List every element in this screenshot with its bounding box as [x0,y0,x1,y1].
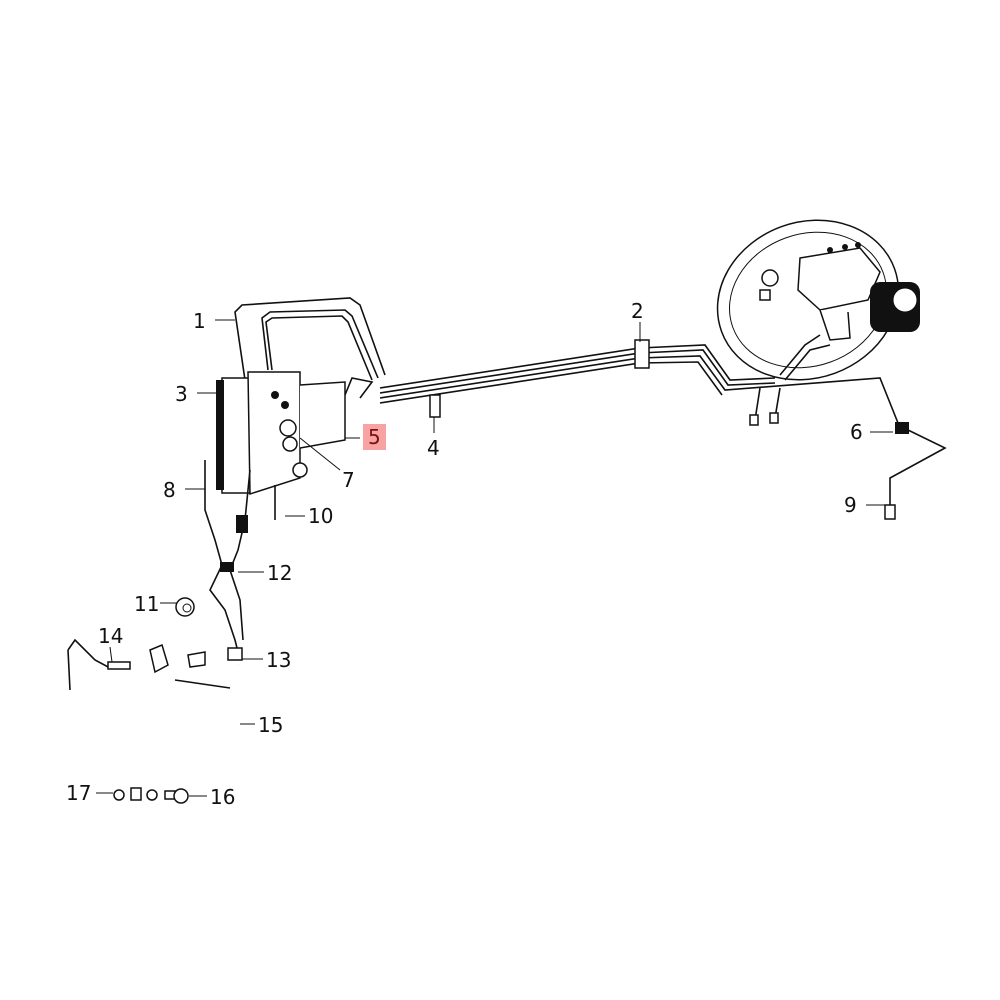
callout-15[interactable]: 15 [258,713,284,737]
callout-12[interactable]: 12 [267,561,293,585]
callout-11[interactable]: 11 [134,592,160,616]
callout-8[interactable]: 8 [163,478,176,502]
callout-9[interactable]: 9 [844,493,857,517]
brake-booster [716,219,920,381]
abs-supply-lines [234,297,386,399]
callout-3[interactable]: 3 [175,382,188,406]
leader-lines [96,319,893,797]
callout-13[interactable]: 13 [266,648,292,672]
callout-16[interactable]: 16 [210,785,236,809]
callout-14[interactable]: 14 [98,624,124,648]
callout-17[interactable]: 17 [66,781,92,805]
callout-5-highlighted[interactable]: 5 [363,424,386,450]
callout-2[interactable]: 2 [631,299,644,323]
callout-6[interactable]: 6 [850,420,863,444]
callout-4[interactable]: 4 [427,436,440,460]
brake-line-bundle [379,334,947,520]
wheel-speed-harness [67,460,251,804]
abs-module [216,371,346,520]
callout-7[interactable]: 7 [342,468,355,492]
callout-10[interactable]: 10 [308,504,334,528]
callout-1[interactable]: 1 [193,309,206,333]
